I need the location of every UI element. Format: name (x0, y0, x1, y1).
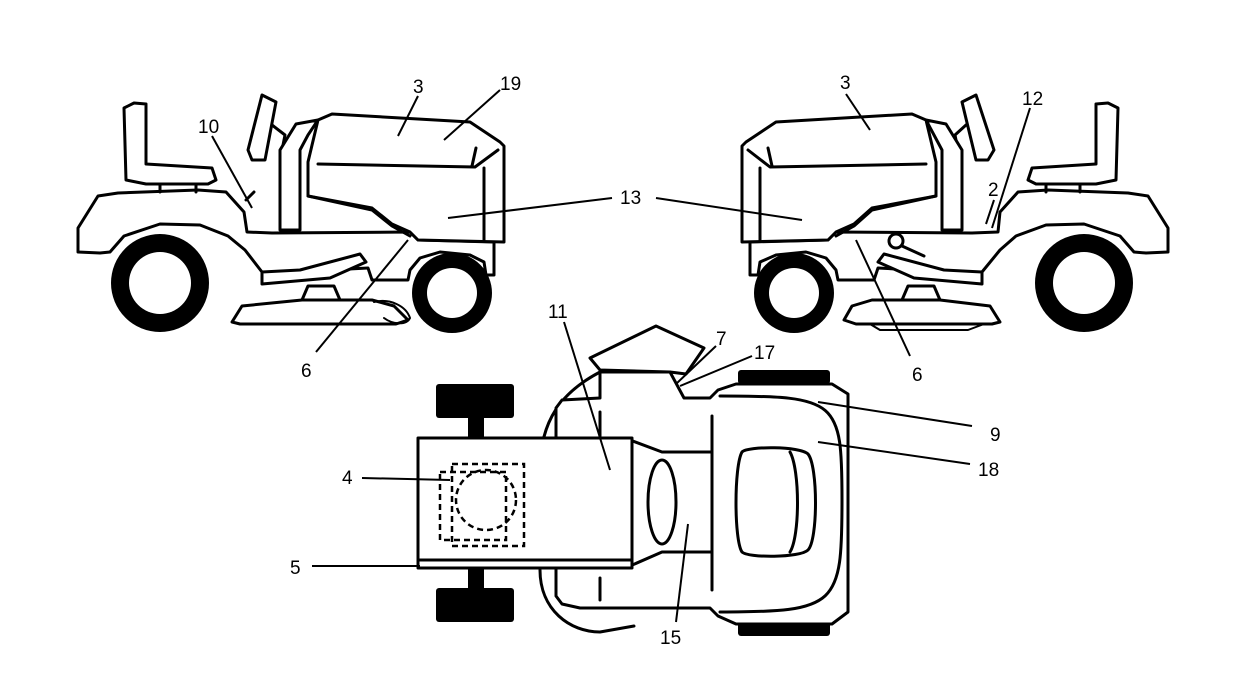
callout-top-7: 7 (716, 329, 727, 350)
callout-top-18: 18 (978, 460, 999, 481)
callout-left-19: 19 (500, 74, 521, 95)
callout-labels: 3 19 10 6 13 3 12 2 6 11 7 17 9 18 4 5 1… (198, 73, 1043, 649)
callout-right-3: 3 (840, 73, 851, 94)
callout-center-13: 13 (620, 188, 641, 209)
top-rear-wheel-lower (436, 588, 514, 622)
right-side-view-tractor (740, 93, 1170, 333)
callout-top-5: 5 (290, 558, 301, 579)
callout-left-10: 10 (198, 117, 219, 138)
callout-left-3: 3 (413, 77, 424, 98)
leader-lines (211, 89, 1031, 623)
callout-top-11: 11 (548, 302, 568, 323)
top-rear-wheel-upper (436, 384, 514, 418)
top-front-wheel-upper (738, 370, 830, 384)
left-side-view-tractor (76, 93, 506, 333)
callout-left-6: 6 (301, 361, 312, 382)
callout-top-17: 17 (754, 343, 775, 364)
callout-top-15: 15 (660, 628, 681, 649)
callout-top-9: 9 (990, 425, 1001, 446)
callout-right-12: 12 (1022, 89, 1043, 110)
callout-right-6: 6 (912, 365, 923, 386)
callout-top-4: 4 (342, 468, 353, 489)
callout-right-2: 2 (988, 180, 999, 201)
top-view-tractor (416, 324, 850, 636)
